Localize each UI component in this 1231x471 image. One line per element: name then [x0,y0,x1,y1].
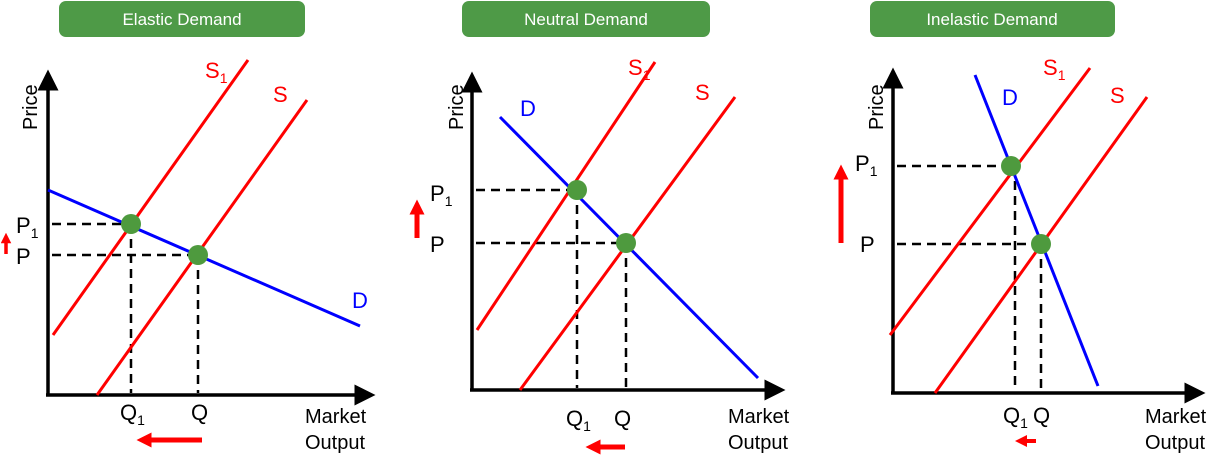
demand-label: D [352,288,368,313]
price-p-label: P [430,232,445,257]
qty-q1-label: Q1 [120,400,145,428]
supply-s1-label: S1 [628,55,651,83]
supply-s-label: S [1110,83,1125,108]
x-axis-label-line1: Market [728,406,790,428]
supply-curve-s1 [51,59,250,336]
equilibrium-point-original [188,245,208,265]
demand-label: D [1002,85,1018,110]
x-axis-label-line2: Output [728,432,788,454]
equilibrium-point-original [1031,234,1051,254]
y-axis-label: Price [446,84,468,130]
supply-s-label: S [695,80,710,105]
supply-s-label: S [273,82,288,107]
qty-q1-label: Q1 [566,406,591,434]
qty-q-label: Q [191,400,208,425]
x-axis-label-line1: Market [305,406,367,428]
panel-title: Inelastic Demand [926,10,1057,29]
y-axis-label: Price [20,84,42,130]
x-axis-label-line1: Market [1145,406,1207,428]
equilibrium-point-new [1001,156,1021,176]
panel-title-badge [462,1,710,37]
supply-s1-label: S1 [1043,55,1066,83]
panel-elastic-demand: Elastic Demand Price S1 S D P1 P Q1 Q Ma… [0,1,376,454]
y-axis-label: Price [866,84,888,130]
panel-title-badge [870,1,1115,37]
panel-inelastic-demand: Inelastic Demand Price S1 S D P1 P Q1 Q … [833,1,1207,454]
qty-q-label: Q [1033,403,1050,428]
equilibrium-point-original [616,233,636,253]
qty-q-label: Q [614,406,631,431]
panel-title: Neutral Demand [524,10,648,29]
price-p1-label: P1 [855,151,878,179]
panel-title-badge [59,1,305,37]
panel-title: Elastic Demand [122,10,241,29]
equilibrium-point-new [567,180,587,200]
price-p1-label: P1 [16,213,39,241]
panel-neutral-demand: Neutral Demand Price S1 S D P1 P Q1 Q Ma… [409,1,790,455]
equilibrium-point-new [121,214,141,234]
demand-curve [973,74,1100,387]
price-p-label: P [860,232,875,257]
price-p1-label: P1 [430,181,453,209]
price-p-label: P [16,244,31,269]
qty-q1-label: Q1 [1003,403,1028,431]
demand-label: D [520,96,536,121]
x-axis-label-line2: Output [305,432,365,454]
x-axis-label-line2: Output [1145,432,1205,454]
supply-s1-label: S1 [205,58,228,86]
supply-curve-s1 [888,67,1092,336]
supply-curve-s1 [475,61,657,331]
